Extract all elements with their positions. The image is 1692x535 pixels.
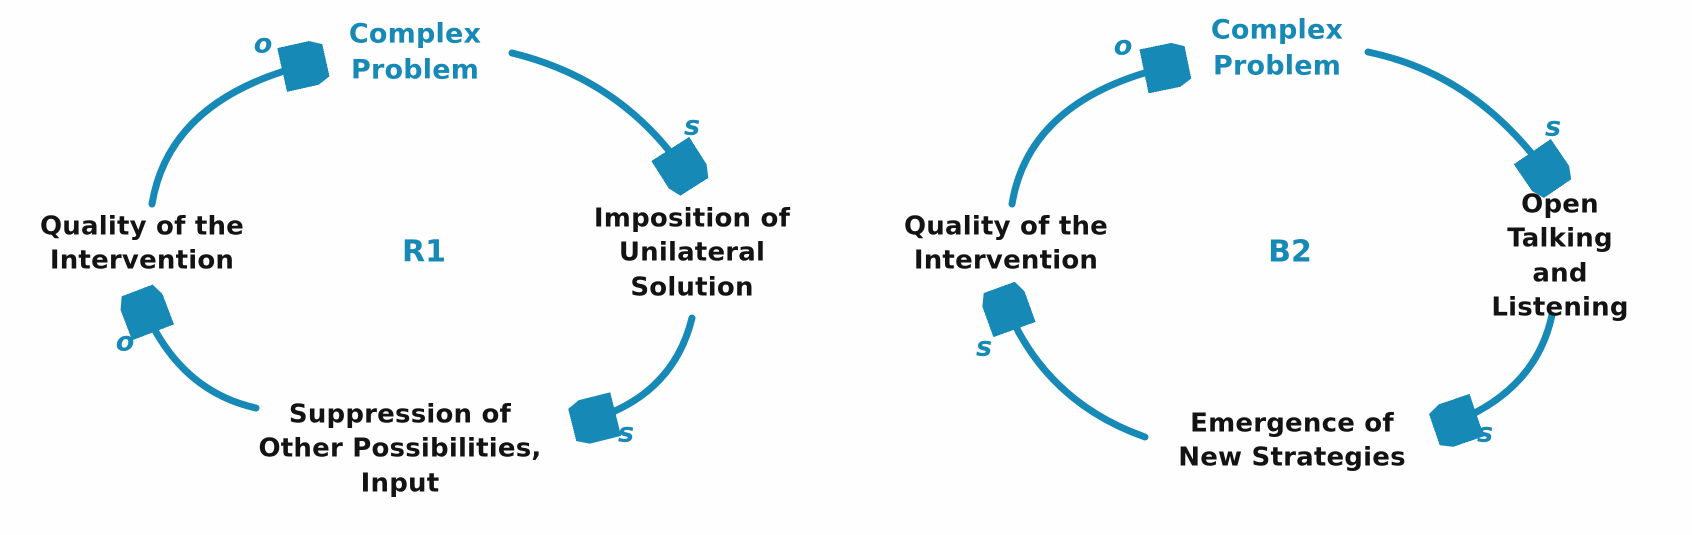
r1-arrow-suppression-to-quality — [140, 298, 260, 412]
r1-polarity-suppression-to-quality: o — [115, 326, 135, 358]
r1-polarity-imposition-to-suppression: s — [617, 417, 635, 449]
b2-arrow-complex-to-open-talking — [1364, 48, 1553, 182]
b2-arrow-emergence-to-quality — [1002, 295, 1149, 441]
b2-loop-label: B2 — [1268, 234, 1312, 270]
r1-node-complex-problem: Complex Problem — [348, 18, 482, 85]
b2-node-complex-problem: Complex Problem — [1210, 14, 1344, 81]
r1-arrow-quality-to-complex — [148, 62, 318, 208]
b2-node-quality-of-the-intervention: Quality of the Intervention — [903, 211, 1109, 276]
r1-node-quality-of-the-intervention: Quality of the Intervention — [39, 211, 245, 276]
r1-node-imposition-of-unilateral-solution: Imposition of Unilateral Solution — [593, 203, 791, 303]
b2-node-emergence-of-new-strategies: Emergence of New Strategies — [1178, 408, 1406, 473]
b2-arrow-open-talking-to-emergence — [1442, 311, 1556, 427]
b2-arrow-quality-to-complex — [1008, 64, 1180, 208]
r1-node-suppression-of-other-possibilities: Suppression of Other Possibilities, Inpu… — [258, 399, 542, 499]
b2-polarity-quality-to-complex: o — [1113, 30, 1133, 62]
b2-polarity-emergence-to-quality: s — [975, 331, 993, 363]
b2-polarity-open-talking-to-emergence: s — [1476, 417, 1494, 449]
b2-polarity-complex-to-open-talking: s — [1544, 111, 1562, 143]
r1-arrow-complex-to-imposition — [508, 49, 690, 180]
r1-polarity-quality-to-complex: o — [253, 28, 273, 60]
b2-node-open-talking-and-listening: Open Talking and Listening — [1491, 189, 1629, 323]
r1-polarity-complex-to-imposition: s — [683, 110, 701, 142]
r1-loop-label: R1 — [402, 234, 446, 270]
r1-arrow-imposition-to-suppression — [580, 314, 696, 423]
